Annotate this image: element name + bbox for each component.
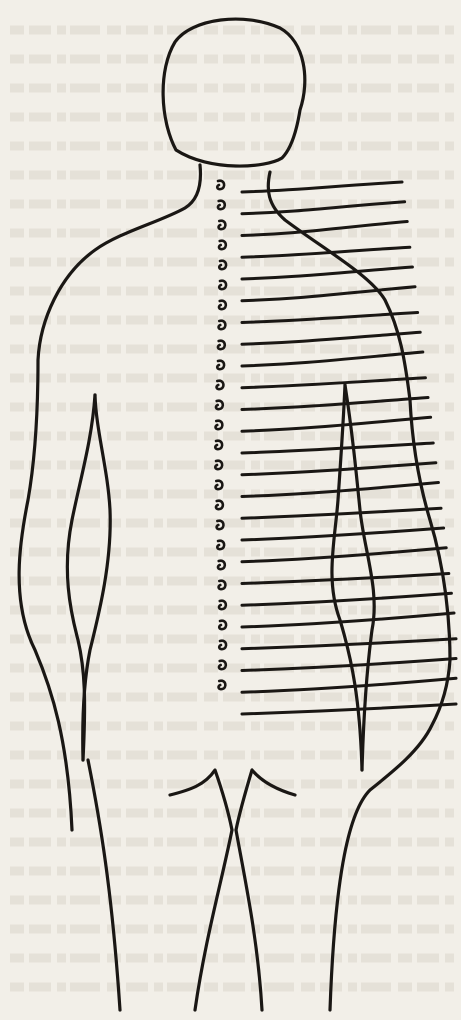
vertebra <box>216 421 223 429</box>
vertebra <box>219 681 226 689</box>
vertebra <box>215 461 222 469</box>
vertebra <box>219 581 226 589</box>
nerve-line <box>242 267 412 279</box>
vertebra <box>215 441 222 449</box>
vertebra <box>219 281 226 289</box>
vertebra <box>218 201 225 209</box>
buttocks-left <box>170 770 232 830</box>
vertebra <box>216 401 223 409</box>
vertebra <box>218 341 225 349</box>
vertebra <box>219 661 226 669</box>
vertebra <box>217 381 224 389</box>
vertebra <box>217 181 224 189</box>
vertebra <box>219 601 226 609</box>
buttocks-right <box>236 770 295 830</box>
vertebra <box>219 621 226 629</box>
left-torso-leg-line <box>88 760 120 1010</box>
nerve-line <box>242 528 444 540</box>
vertebra <box>217 541 224 549</box>
nerve-line <box>242 417 431 431</box>
body-outline <box>19 19 450 1010</box>
vertebra <box>219 221 226 229</box>
nerve-line <box>242 443 433 453</box>
nerve-line <box>242 593 451 605</box>
nerve-line <box>242 182 402 192</box>
vertebra <box>219 641 226 649</box>
nerve-line <box>242 332 420 344</box>
vertebra <box>218 561 225 569</box>
vertebra <box>219 321 226 329</box>
vertebra <box>219 241 226 249</box>
vertebra <box>217 361 224 369</box>
nerve-line <box>242 704 456 714</box>
nerve-line <box>242 352 423 366</box>
nerve-line <box>242 678 456 692</box>
vertebra <box>219 261 226 269</box>
vertebra <box>217 521 224 529</box>
vertebra <box>216 481 223 489</box>
vertebra <box>219 301 226 309</box>
show-through-text-texture <box>10 30 455 987</box>
vertebra <box>216 501 223 509</box>
nerve-line <box>242 613 454 627</box>
nerve-line <box>242 508 441 518</box>
